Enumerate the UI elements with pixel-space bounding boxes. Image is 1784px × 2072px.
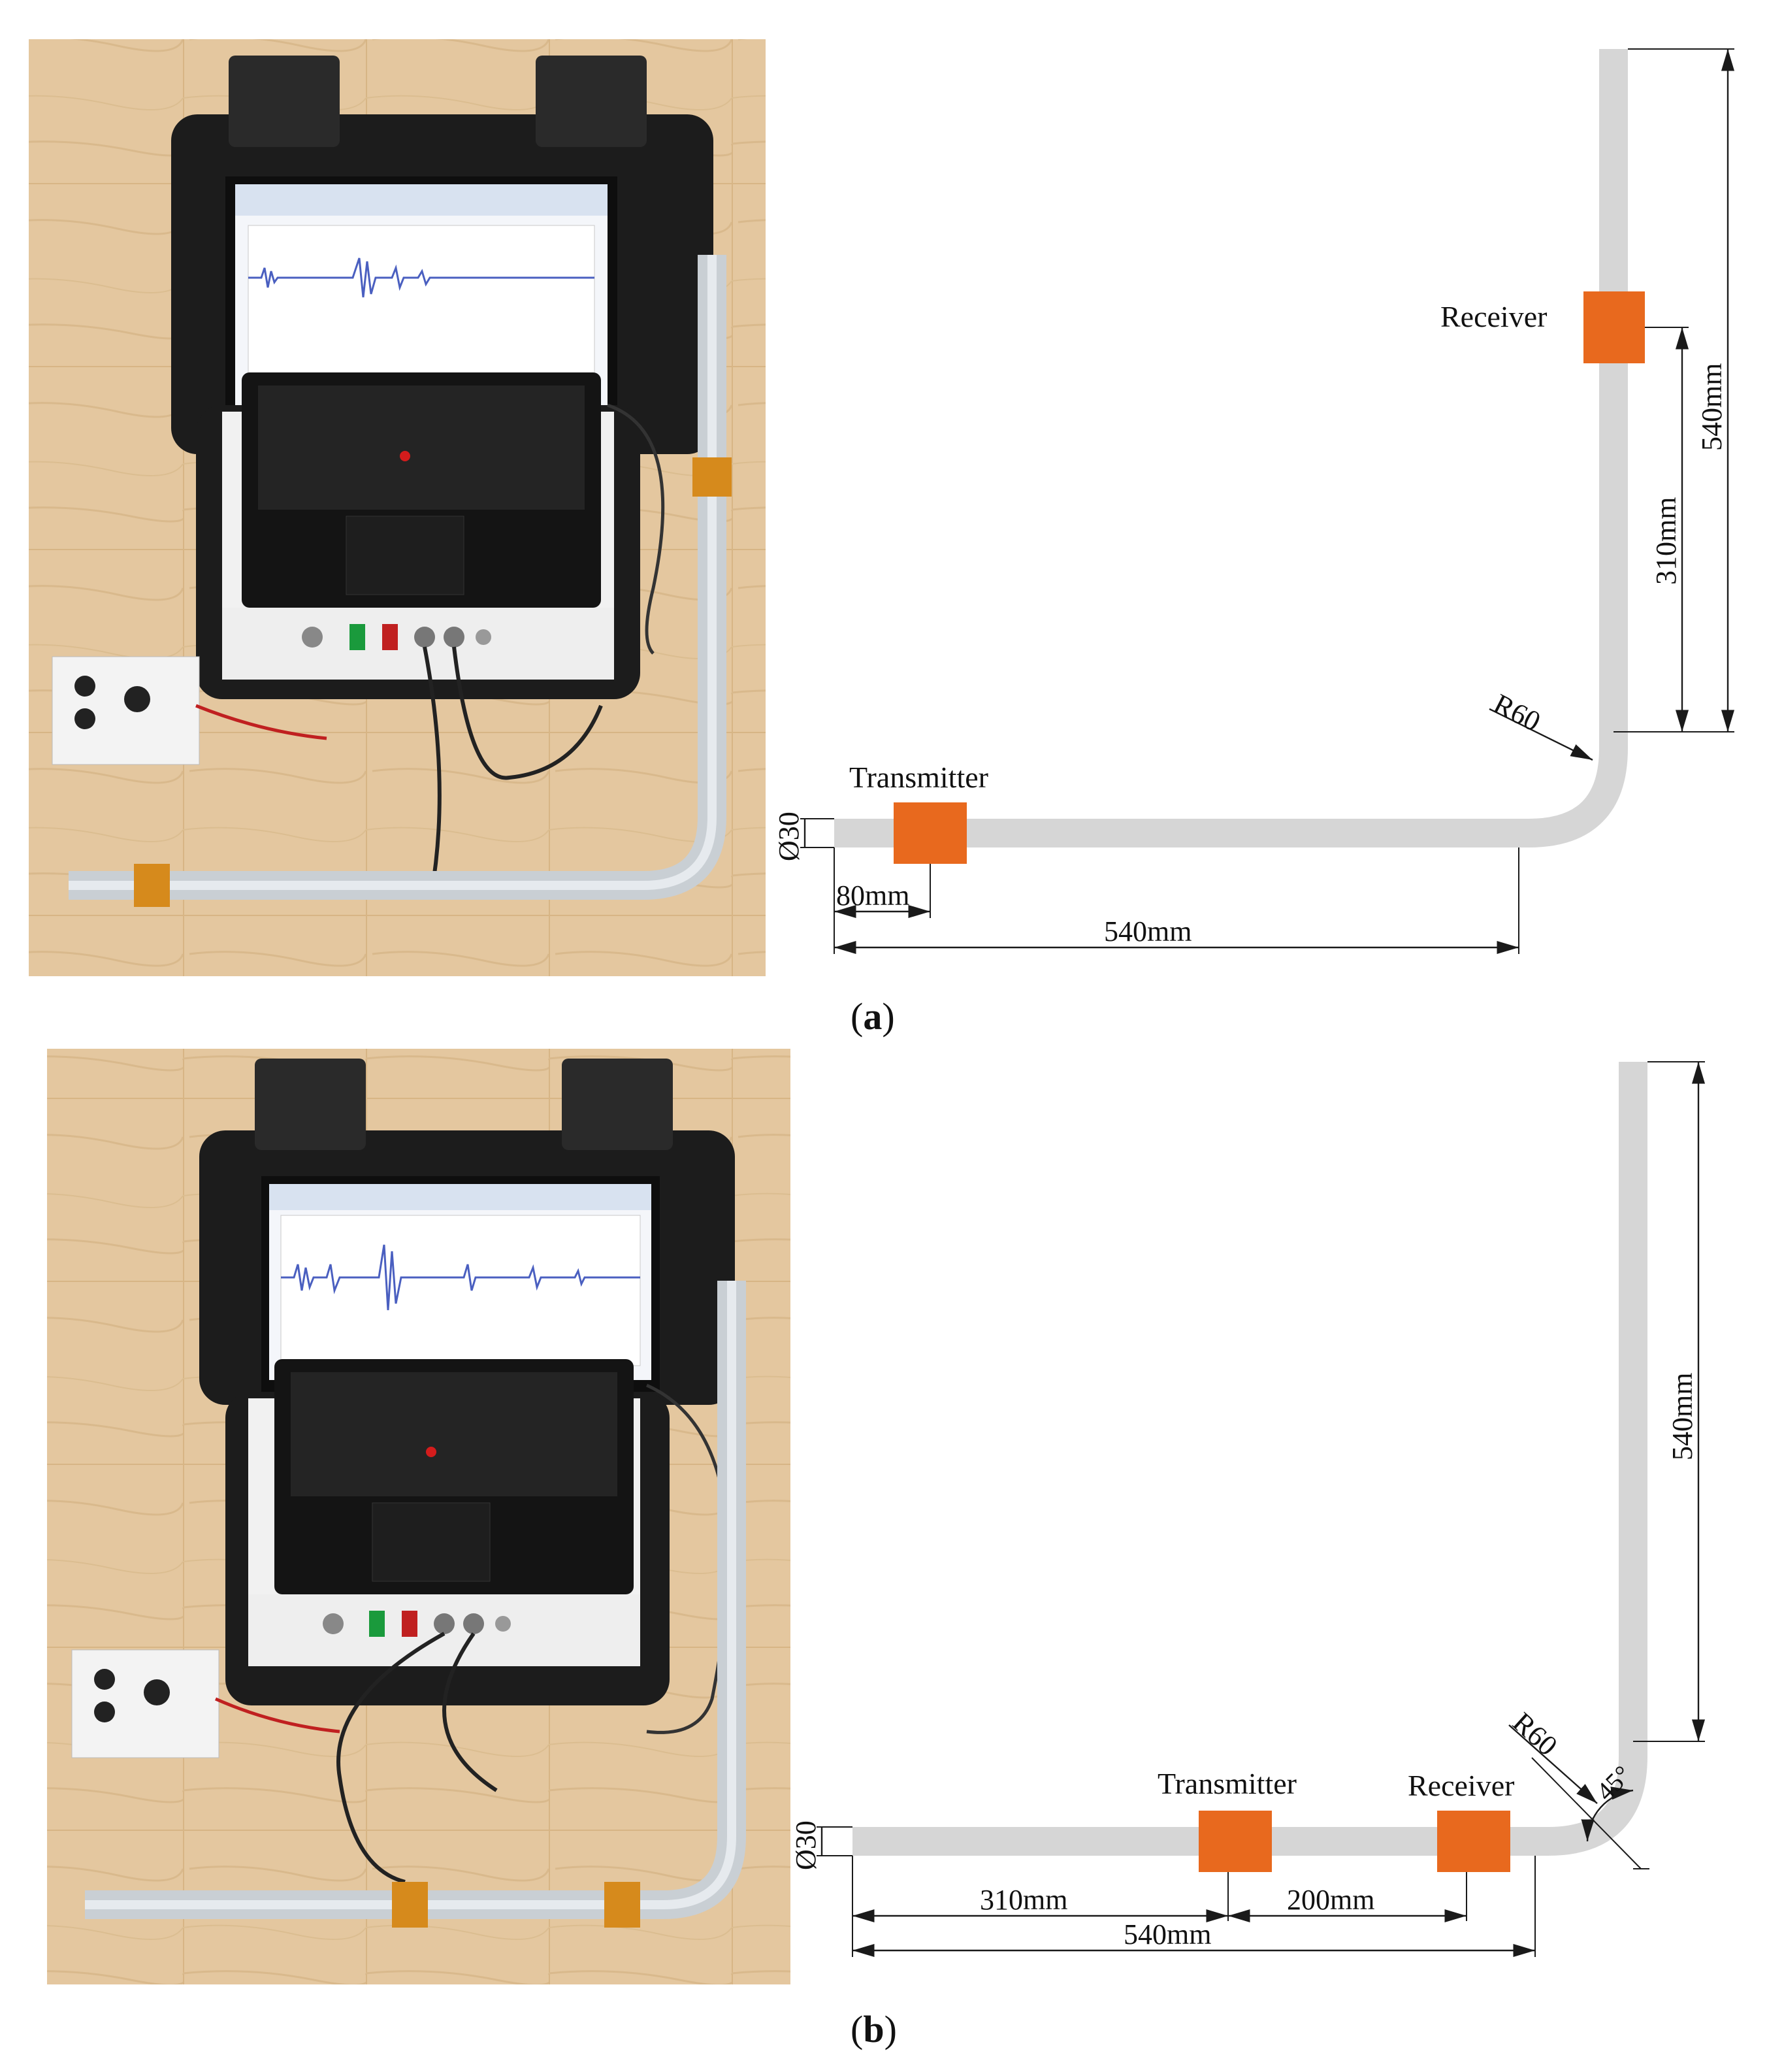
receiver-sensor-a xyxy=(1583,291,1645,363)
svg-text:(b): (b) xyxy=(851,2008,897,2050)
photo-a xyxy=(29,39,766,976)
radius-label-a: R60 xyxy=(1488,687,1546,738)
receiver-label-b: Receiver xyxy=(1408,1769,1514,1802)
diameter-label-b: Ø30 xyxy=(790,1820,822,1870)
caption-b: (b) xyxy=(851,2008,897,2050)
receiver-label-a: Receiver xyxy=(1440,300,1547,333)
radius-label-b: R60 xyxy=(1506,1706,1563,1762)
svg-text:(a): (a) xyxy=(851,995,895,1038)
waveform-b xyxy=(281,1244,640,1311)
instrument-case-b xyxy=(199,1059,735,1705)
diagram-b: Transmitter Receiver Ø30 310mm 200mm 540… xyxy=(790,1061,1706,1958)
dim-310mm-label-b: 310mm xyxy=(980,1884,1067,1916)
receiver-sensor-b xyxy=(1437,1811,1510,1872)
dim-540mm-v-label-a: 540mm xyxy=(1696,363,1728,451)
caption-a: (a) xyxy=(851,995,895,1038)
transmitter-label-b: Transmitter xyxy=(1158,1767,1297,1800)
instrument-case-a xyxy=(171,56,713,699)
pipe-a xyxy=(834,49,1628,847)
photo-b xyxy=(47,1049,790,1984)
caption-a-letter: a xyxy=(863,995,882,1038)
dim-540mm-h-label-b: 540mm xyxy=(1124,1918,1211,1950)
diameter-label-a: Ø30 xyxy=(773,812,805,861)
caption-b-letter: b xyxy=(863,2008,884,2050)
transmitter-sensor-b xyxy=(1199,1811,1272,1872)
waveform-a xyxy=(248,257,594,298)
transmitter-sensor-a xyxy=(894,802,967,864)
dim-540mm-v-label-b: 540mm xyxy=(1666,1373,1698,1460)
dim-200mm-label-b: 200mm xyxy=(1287,1884,1374,1916)
diagram-a: Transmitter Receiver Ø30 80mm 540mm R60 … xyxy=(773,48,1735,955)
dim-540mm-h-label-a: 540mm xyxy=(1104,915,1192,947)
dim-80mm-label-a: 80mm xyxy=(836,880,909,912)
transmitter-label-a: Transmitter xyxy=(849,761,988,794)
dim-310mm-v-label-a: 310mm xyxy=(1650,497,1682,585)
